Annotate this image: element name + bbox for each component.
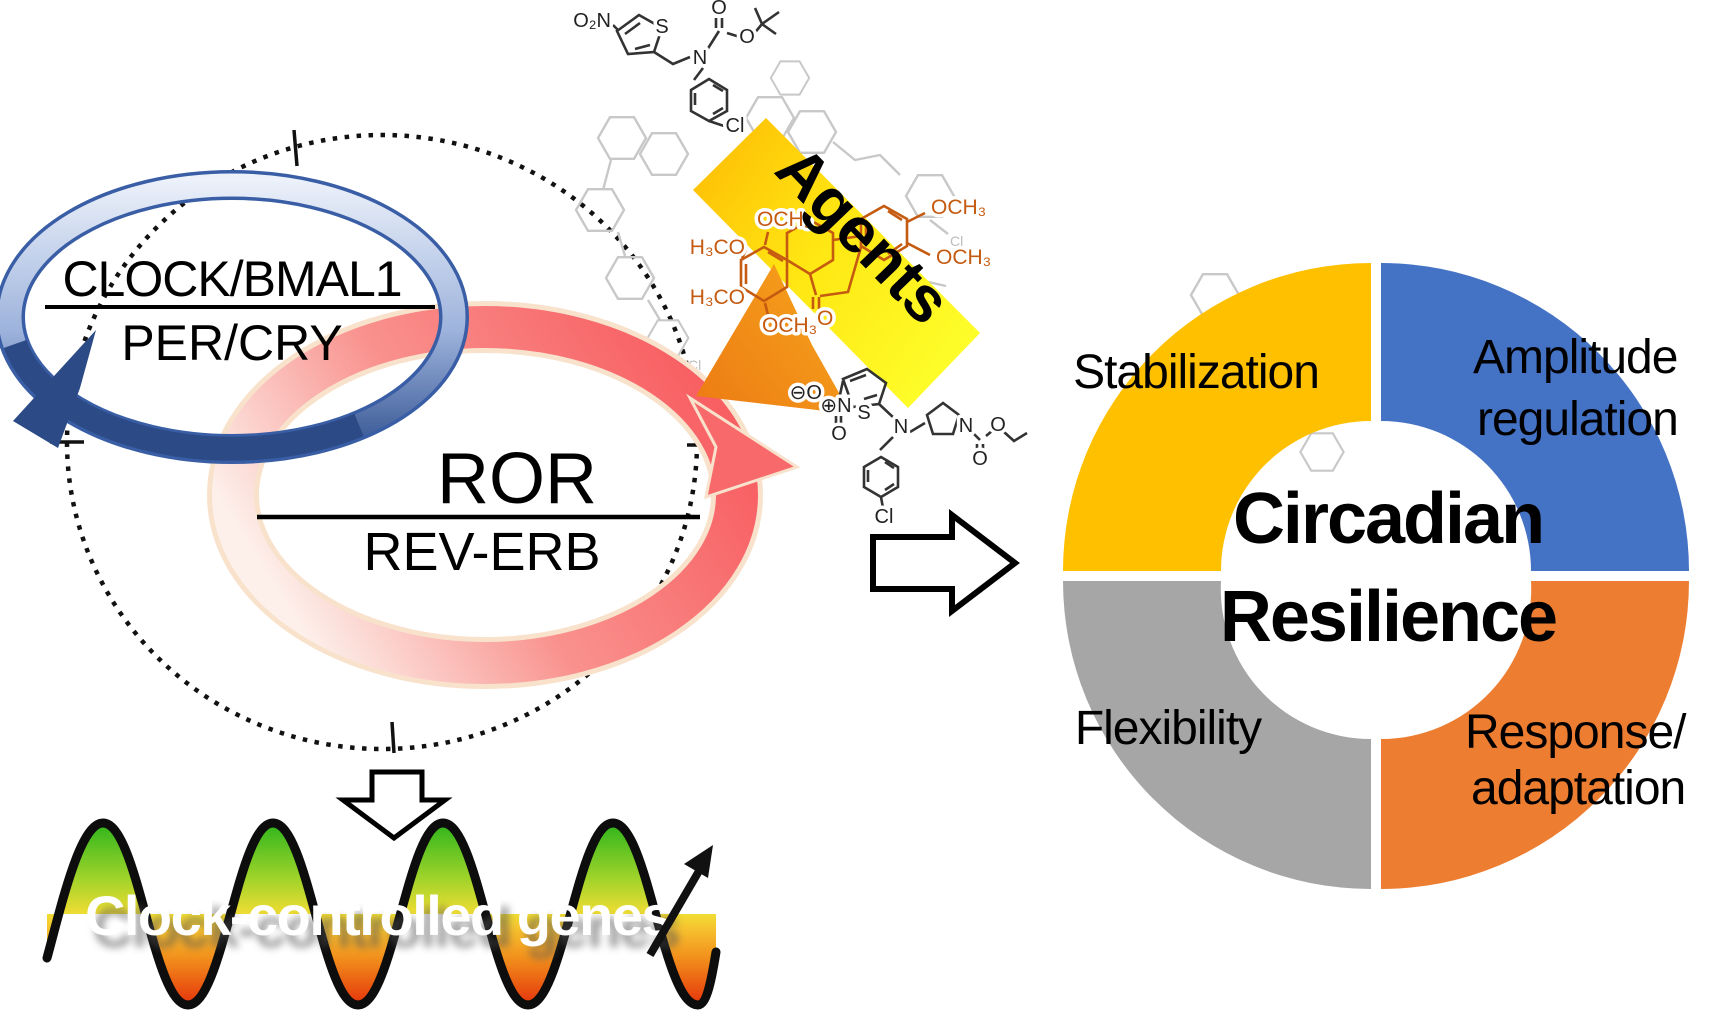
atom-cl: Cl (726, 115, 745, 137)
blue-loop-bottom-arc (3, 339, 364, 461)
atom-h3co-upper: H₃CO (690, 236, 745, 259)
loop-labels: CLOCK/BMAL1 PER/CRY ROR REV-ERB (45, 251, 700, 582)
gray-atom-cl-2: Cl (950, 233, 963, 249)
atom-cl2: Cl (875, 506, 894, 528)
ror-feedback-loop-arrow (207, 301, 801, 689)
atom-o-carbonyl2: O (972, 448, 988, 470)
rev-erb-label: REV-ERB (363, 522, 600, 582)
atom-s: S (655, 16, 668, 38)
atom-s2: S (857, 402, 870, 424)
clock-controlled-genes-shadow: Clock-controlled genes (93, 896, 679, 959)
gene-expression-wave: Clock-controlled genes Clock-controlled … (42, 818, 721, 1010)
atom-o-ester: O (739, 26, 755, 48)
atom-o-ketone: O (817, 307, 833, 330)
atom-h3co-lower: H₃CO (690, 286, 745, 309)
label-amplitude: Amplitude (1473, 331, 1677, 384)
wheel-center-line1: Circadian (1233, 479, 1543, 559)
decoy-structure-2: Cl (744, 60, 963, 249)
clock-bmal1-label: CLOCK/BMAL1 (62, 251, 401, 307)
label-adaptation: adaptation (1471, 762, 1685, 815)
right-block-arrow (870, 508, 1020, 618)
molecule-colchicine-like: OCH₃ H₃CO H₃CO OCH₃ O OCH₃ OCH₃ (686, 193, 994, 341)
wheel-center-line2: Resilience (1220, 577, 1556, 657)
agents-band (693, 118, 980, 408)
resilience-wheel: Stabilization Amplitude regulation Flexi… (1063, 263, 1689, 889)
atom-och3-top: OCH₃ (757, 208, 812, 231)
clock-tick-12 (292, 129, 299, 167)
atom-o2n: O₂N (573, 10, 611, 32)
atom-o-minus: ⊖O (790, 382, 822, 404)
rising-trend-arrow (646, 845, 713, 958)
clock-bmal1-feedback-loop-arrow (0, 170, 469, 464)
red-arrowhead (685, 393, 801, 500)
atom-n: N (693, 47, 707, 69)
atom-och3-right-bottom: OCH₃ (936, 246, 991, 269)
label-stabilization: Stabilization (1073, 346, 1319, 399)
agents-arrow (693, 118, 980, 414)
down-block-arrow (335, 769, 453, 842)
atom-o-carbonyl: O (711, 0, 727, 19)
atom-n-plus: ⊕N (820, 395, 851, 417)
atom-och3-right-top: OCH₃ (931, 196, 986, 219)
segment-flexibility (1063, 581, 1371, 889)
wave-outline (42, 818, 721, 1010)
agents-arrowhead (696, 264, 851, 414)
clock-controlled-genes-label: Clock-controlled genes (85, 884, 671, 947)
atom-o-ester2: O (990, 414, 1006, 436)
clock-tick-6 (390, 721, 396, 754)
atom-och3-bottom: OCH₃ (762, 314, 817, 337)
ror-label: ROR (437, 439, 597, 519)
per-cry-label: PER/CRY (121, 315, 342, 371)
label-flexibility: Flexibility (1075, 702, 1262, 755)
atom-n-ring: N (959, 415, 973, 437)
label-regulation: regulation (1477, 393, 1678, 446)
molecule-nitrothiophene-acetate: O₂N S N O O Cl (570, 0, 780, 141)
segment-amplitude-regulation (1381, 263, 1689, 571)
segment-stabilization (1063, 263, 1371, 571)
segment-response-adaptation (1381, 581, 1689, 889)
label-response: Response/ (1465, 706, 1687, 759)
blue-arrowhead (13, 330, 96, 448)
atom-o-nitro: O (831, 423, 847, 445)
atom-n-amine: N (894, 416, 908, 438)
molecule-nitrothiophene-carbamate: ⊖O ⊕N O S N Cl N O O (786, 367, 1028, 532)
